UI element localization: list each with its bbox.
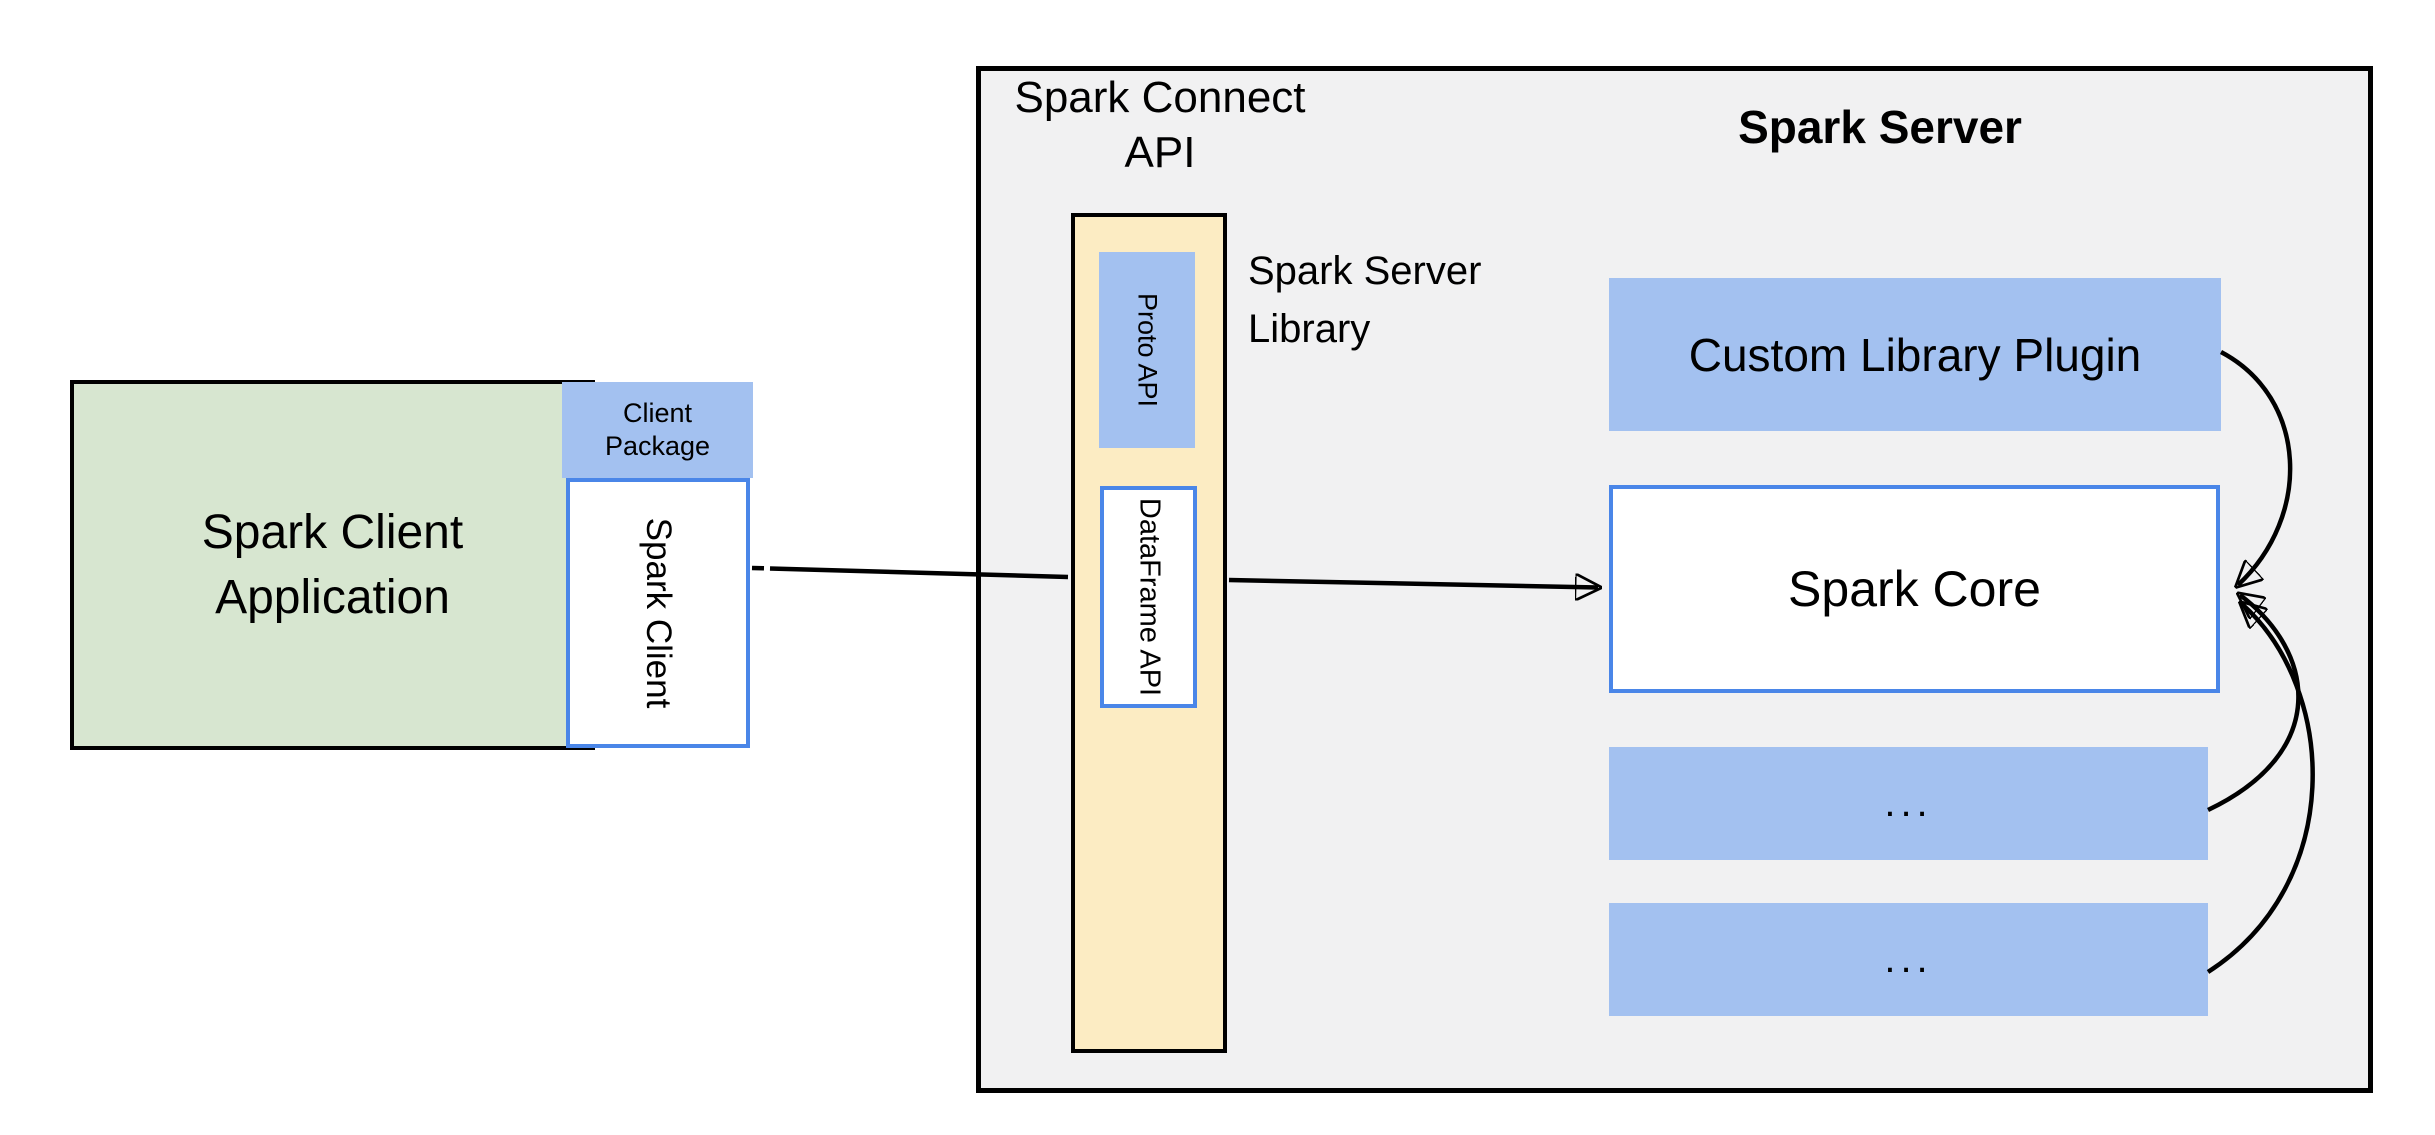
plugin-placeholder-box-1: ...: [1609, 747, 2208, 860]
client-package-label: Client Package: [604, 398, 711, 461]
spark-client-box: Spark Client: [566, 478, 750, 748]
spark-client-label: Spark Client: [639, 517, 678, 709]
spark-connect-api-label: Spark Connect API: [1014, 73, 1306, 177]
ellipsis-label-1: ...: [1884, 781, 1933, 825]
client-package-box: Client Package: [562, 382, 753, 478]
spark-core-box: Spark Core: [1609, 485, 2220, 693]
spark-client-application-box: Spark Client Application: [70, 380, 595, 750]
spark-client-application-label: Spark Client Application: [201, 506, 464, 624]
spark-server-title: Spark Server: [1738, 101, 2022, 153]
custom-library-plugin-label: Custom Library Plugin: [1688, 328, 2142, 381]
proto-api-box: Proto API: [1099, 252, 1195, 448]
proto-api-label: Proto API: [1132, 292, 1163, 408]
plugin-placeholder-box-2: ...: [1609, 903, 2208, 1016]
custom-library-plugin-box: Custom Library Plugin: [1609, 278, 2221, 431]
dataframe-api-box: DataFrame API: [1100, 486, 1197, 708]
spark-server-library-label: Spark Server Library: [1248, 249, 1482, 351]
dataframe-api-label: DataFrame API: [1133, 497, 1165, 697]
ellipsis-label-2: ...: [1884, 937, 1933, 981]
spark-core-label: Spark Core: [1788, 561, 2041, 617]
